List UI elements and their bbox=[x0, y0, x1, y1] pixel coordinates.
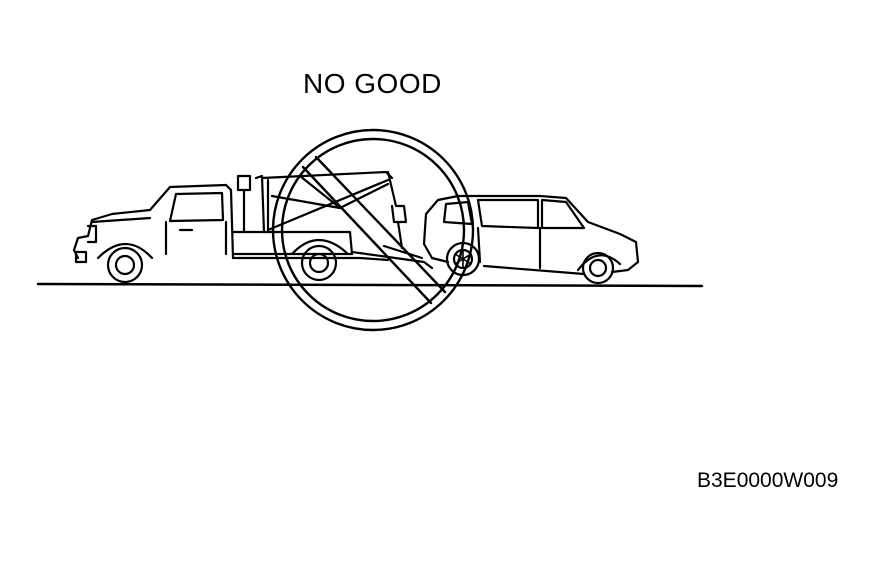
prohibition-icon bbox=[273, 130, 473, 330]
ground-line bbox=[38, 284, 702, 286]
tow-truck-icon bbox=[74, 172, 432, 282]
heading-label: NO GOOD bbox=[303, 68, 442, 99]
figure-code-label: B3E0000W009 bbox=[697, 469, 839, 492]
